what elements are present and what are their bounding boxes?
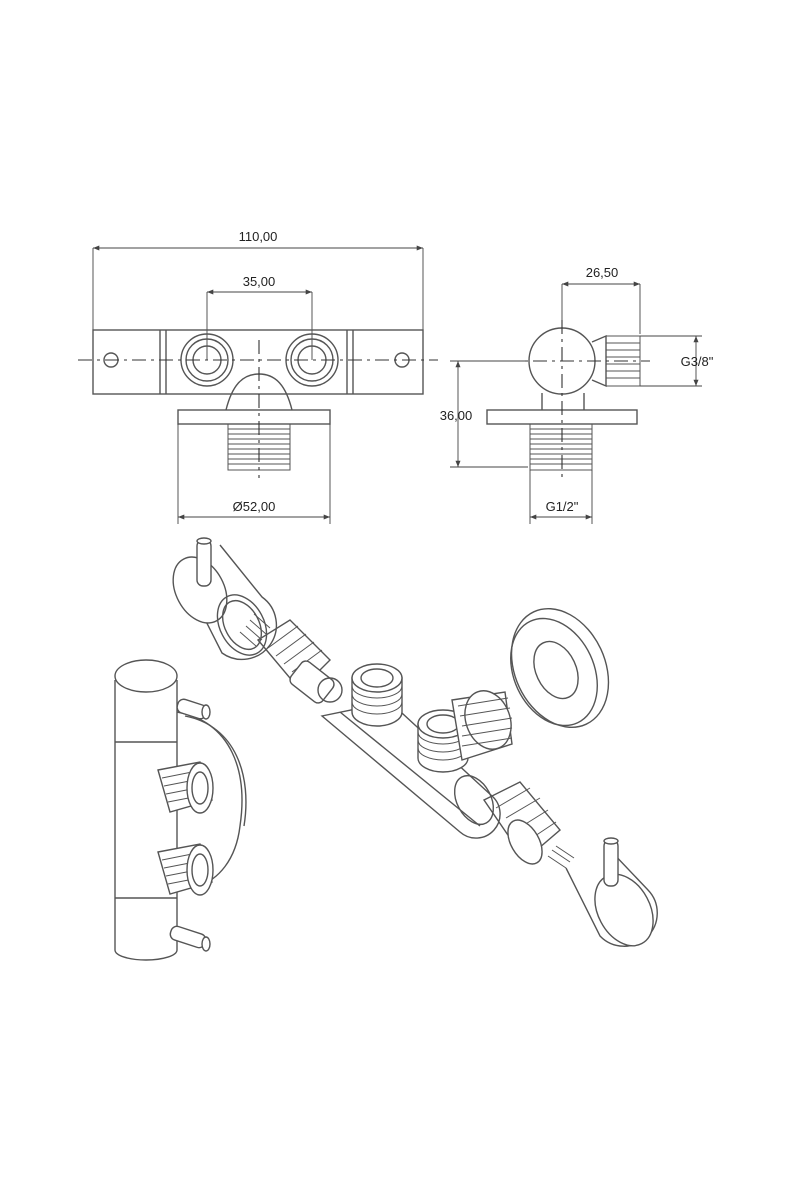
- front-view: 110,00 35,00: [78, 229, 438, 524]
- dimension-rosette-diameter: Ø52,00: [177, 424, 331, 524]
- dimension-overall-width: 110,00: [92, 229, 424, 330]
- label-rosette-diameter: Ø52,00: [233, 499, 276, 514]
- dimension-center-spacing: 35,00: [206, 274, 313, 360]
- assembled-outlet-upper: [157, 761, 214, 814]
- inlet-thread-side: [529, 423, 593, 471]
- label-depth: 26,50: [586, 265, 619, 280]
- label-inlet-thread: G1/2": [546, 499, 579, 514]
- lower-handle-cap: [565, 837, 658, 947]
- lower-cartridge: [482, 781, 575, 869]
- label-outlet-thread: G3/8": [681, 354, 714, 369]
- dimension-inlet-thread: G1/2": [529, 470, 593, 524]
- rosette-iso: [510, 607, 610, 729]
- dimension-height: 36,00: [440, 360, 528, 468]
- rosette-front: [177, 409, 331, 425]
- side-view: 26,50 36,00: [440, 265, 714, 524]
- upper-handle-cap: [172, 537, 278, 661]
- label-overall-width: 110,00: [239, 229, 278, 244]
- upper-cartridge: [239, 613, 343, 704]
- manifold-body: [320, 663, 513, 839]
- dimension-depth: 26,50: [561, 265, 641, 334]
- exploded-view: [172, 537, 658, 947]
- dimension-outlet-thread: G3/8": [640, 335, 714, 387]
- assembled-view: [114, 659, 247, 961]
- label-height: 36,00: [440, 408, 473, 423]
- assembled-outlet-lower: [157, 843, 214, 896]
- label-center-spacing: 35,00: [243, 274, 276, 289]
